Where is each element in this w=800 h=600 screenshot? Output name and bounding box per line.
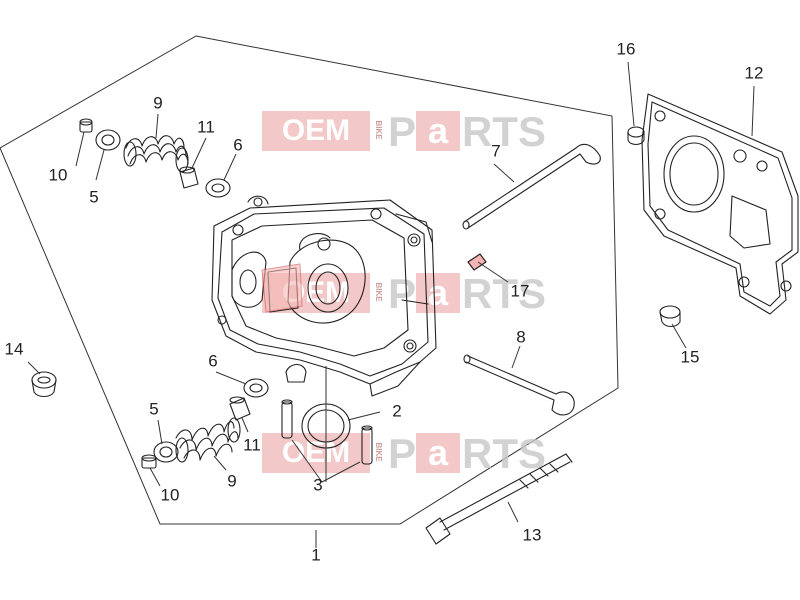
- valve-stem-seal-lower: [229, 396, 251, 421]
- valve-stem-seal-upper: [179, 166, 199, 189]
- spring-seat-upper: [205, 178, 231, 198]
- callout-9-upper: 9: [153, 93, 162, 112]
- watermark-p: P: [388, 108, 416, 155]
- watermark-oem: OEM: [282, 114, 350, 147]
- callout-6-upper: 6: [233, 135, 242, 154]
- watermark-middle: OEM BIKE P a RTS: [262, 270, 546, 317]
- cap-plug: [31, 371, 57, 398]
- callout-2: 2: [392, 401, 401, 420]
- callout-11-lower: 11: [243, 435, 261, 454]
- watermark-a: a: [428, 110, 449, 151]
- callout-5-upper: 5: [89, 187, 98, 206]
- assembly-boundary: [0, 35, 619, 525]
- valve-collet-upper: [79, 118, 93, 133]
- callout-6-lower: 6: [208, 351, 217, 370]
- callout-9-lower: 9: [227, 471, 236, 490]
- stud: [467, 253, 487, 271]
- spring-seat-lower: [243, 378, 269, 398]
- exhaust-valve: [463, 354, 575, 416]
- valve-spring-upper: [123, 135, 189, 173]
- callout-12: 12: [745, 63, 764, 82]
- watermark-bike: BIKE: [374, 120, 383, 140]
- callout-10-upper: 10: [49, 165, 68, 184]
- callout-15: 15: [681, 347, 700, 366]
- watermark-p: P: [388, 270, 416, 317]
- intake-valve: [462, 143, 601, 230]
- spring-retainer-lower: [153, 441, 179, 463]
- callout-10-lower: 10: [161, 485, 180, 504]
- callout-11-upper: 11: [197, 117, 215, 136]
- callout-8: 8: [516, 327, 525, 346]
- watermark-rts: RTS: [462, 270, 546, 317]
- callout-14: 14: [5, 339, 24, 358]
- callout-5-lower: 5: [149, 399, 158, 418]
- callout-16: 16: [617, 39, 636, 58]
- watermark-rts: RTS: [462, 108, 546, 155]
- watermark-rts: RTS: [462, 430, 546, 477]
- long-bolt: [425, 453, 573, 545]
- callout-1: 1: [311, 545, 320, 564]
- dowel-sleeve: [627, 126, 645, 146]
- watermark-p: P: [388, 430, 416, 477]
- watermark-bottom: OEM BIKE P a RTS: [262, 430, 546, 477]
- watermark-a: a: [428, 432, 449, 473]
- valve-collet-lower: [141, 454, 157, 469]
- watermark-bike: BIKE: [374, 442, 383, 462]
- callout-13: 13: [523, 525, 542, 544]
- dowel-pin-left: [281, 399, 293, 439]
- watermark-top: OEM BIKE P a RTS: [262, 108, 546, 155]
- dowel-pin-right: [361, 425, 373, 465]
- callout-7: 7: [491, 141, 500, 160]
- callout-3: 3: [313, 475, 322, 494]
- head-gasket: [641, 93, 799, 315]
- spring-retainer-upper: [95, 129, 121, 151]
- cylinder-head: [211, 195, 437, 397]
- leader-lines: [27, 61, 755, 548]
- bushing: [659, 305, 681, 328]
- watermark-bike: BIKE: [374, 282, 383, 302]
- watermark-a: a: [428, 272, 449, 313]
- valve-spring-lower: [175, 417, 241, 463]
- callout-17: 17: [511, 281, 530, 300]
